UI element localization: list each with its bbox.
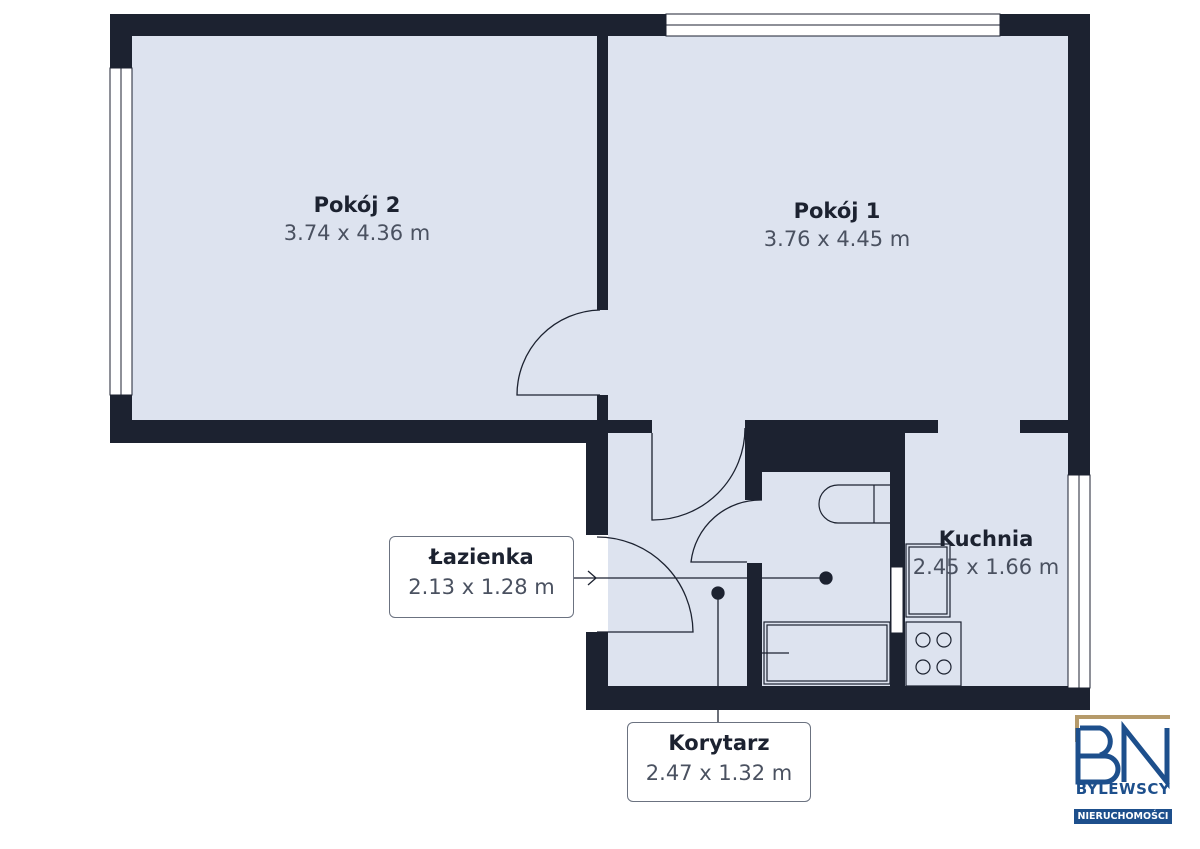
door-pokoj-2[interactable] (516, 309, 601, 396)
room-label-pokoj-1: Pokój 1 3.76 x 4.45 m (764, 199, 910, 251)
floors (132, 36, 1068, 686)
room-dimensions: 2.13 x 1.28 m (408, 575, 555, 599)
room-label-pokoj-2: Pokój 2 3.74 x 4.36 m (284, 193, 430, 245)
fixtures (762, 484, 962, 687)
floor-pokoj-2 (132, 36, 597, 420)
window-lazienka (890, 566, 904, 634)
room-name: Łazienka (429, 545, 534, 569)
room-name: Pokój 2 (313, 193, 401, 217)
doors (516, 309, 763, 633)
door-pokoj-1[interactable] (651, 427, 746, 521)
floor-pokoj-1 (597, 36, 1068, 433)
room-name: Kuchnia (938, 527, 1034, 551)
room-dimensions: 3.74 x 4.36 m (283, 221, 431, 245)
room-label-kuchnia: Kuchnia 2.45 x 1.66 m (913, 527, 1059, 579)
callout-korytarz: Korytarz 2.47 x 1.32 m (627, 722, 811, 802)
room-name: Pokój 1 (793, 199, 881, 223)
logo-mark (1075, 715, 1170, 790)
stove (905, 621, 962, 687)
room-dimensions: 2.45 x 1.66 m (912, 555, 1060, 579)
entrance-opening (586, 535, 608, 632)
windows (109, 13, 1091, 689)
room-name: Korytarz (668, 731, 770, 755)
brand-logo: BYLEWSCY NIERUCHOMOŚCI (1073, 714, 1173, 826)
callout-leaders (574, 570, 833, 722)
door-entrance[interactable] (596, 536, 694, 633)
toilet (818, 484, 890, 524)
room-dimensions: 3.76 x 4.45 m (763, 227, 911, 251)
sink (905, 543, 951, 618)
room-dimensions: 2.47 x 1.32 m (645, 761, 793, 785)
callout-lazienka: Łazienka 2.13 x 1.28 m (389, 536, 574, 618)
logo-brand: BYLEWSCY (1075, 780, 1171, 798)
door-lazienka[interactable] (690, 499, 763, 563)
logo-subtitle: NIERUCHOMOŚCI (1074, 809, 1172, 824)
